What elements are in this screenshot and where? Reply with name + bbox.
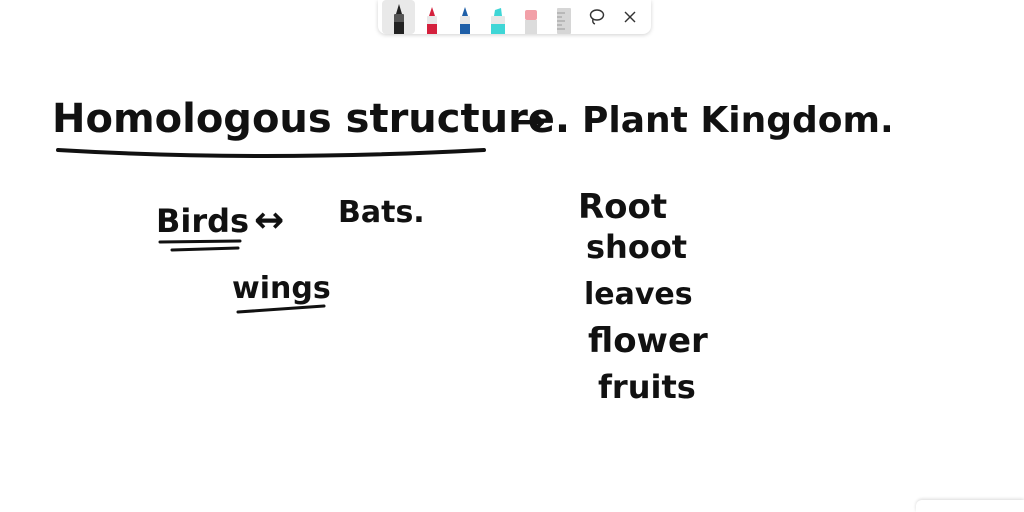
red-pen-icon xyxy=(426,7,437,34)
tool-red-pen[interactable] xyxy=(415,0,448,34)
note-bats: Bats. xyxy=(338,195,425,230)
close-icon xyxy=(624,11,636,23)
inking-toolbar xyxy=(378,0,651,34)
note-wings: wings xyxy=(232,271,331,306)
status-panel xyxy=(916,500,1024,512)
plant-part-3: leaves xyxy=(584,277,693,312)
tool-highlighter[interactable] xyxy=(481,0,514,34)
note-subtitle: Plant Kingdom. xyxy=(582,100,894,141)
plant-part-2: shoot xyxy=(586,228,687,266)
birds-underline-2 xyxy=(170,246,240,252)
wings-underline xyxy=(236,304,326,314)
tool-ruler[interactable] xyxy=(548,0,581,34)
ruler-icon xyxy=(557,8,572,34)
plant-part-4: flower xyxy=(588,321,708,361)
tool-blue-pen[interactable] xyxy=(448,0,481,34)
lasso-icon xyxy=(590,9,605,25)
tool-eraser[interactable] xyxy=(515,0,548,34)
close-toolbar-button[interactable] xyxy=(614,0,647,34)
birds-underline-1 xyxy=(158,239,242,244)
black-pen-icon xyxy=(393,4,404,34)
title-underline xyxy=(56,148,486,158)
eraser-icon xyxy=(525,10,538,34)
note-arrow: → xyxy=(514,99,546,143)
note-double-arrow: ↔ xyxy=(254,200,284,241)
note-title: Homologous structure. xyxy=(52,96,570,142)
plant-part-1: Root xyxy=(578,187,667,227)
highlighter-icon xyxy=(490,8,505,34)
blue-pen-icon xyxy=(459,7,470,34)
lasso-select-button[interactable] xyxy=(581,0,614,34)
plant-part-5: fruits xyxy=(598,368,696,406)
note-birds: Birds xyxy=(156,202,249,240)
tool-black-pen[interactable] xyxy=(382,0,416,34)
